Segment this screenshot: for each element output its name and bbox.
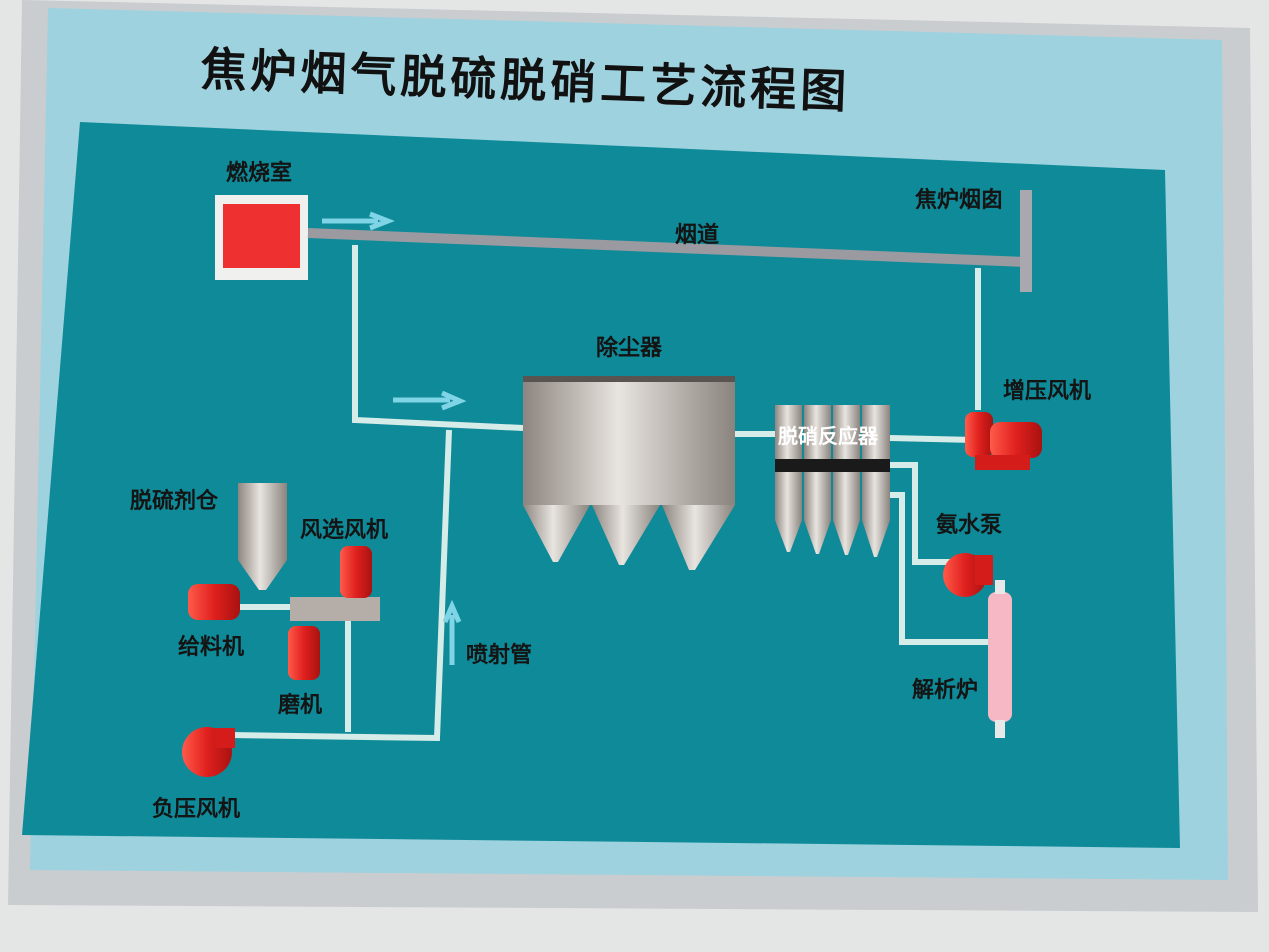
pipe-to-dust-collector: [352, 245, 524, 431]
arrow-right-icon: [322, 211, 395, 231]
air-separation-fan: [340, 546, 372, 598]
dust-collector-hoppers: [523, 505, 735, 570]
desulfurizer-silo: [238, 483, 287, 560]
label-chimney: 焦炉烟囱: [914, 187, 1003, 213]
label-booster-fan: 增压风机: [1003, 378, 1091, 404]
pipe-to-ammonia-pump: [890, 462, 950, 565]
separator-box: [290, 597, 380, 621]
flue-duct: [307, 228, 1026, 267]
pipe-to-desorber: [890, 492, 992, 645]
label-desulfurizer-silo: 脱硫剂仓: [130, 488, 219, 514]
desorber: [988, 592, 1012, 722]
label-denitration-reactor: 脱硝反应器: [778, 424, 879, 448]
mill: [288, 626, 320, 680]
label-negative-pressure-fan: 负压风机: [152, 797, 240, 822]
arrow-right-icon: [393, 390, 467, 411]
ammonia-pump: [943, 553, 993, 597]
booster-fan: [965, 412, 1042, 470]
label-flue: 烟道: [675, 222, 719, 248]
dust-collector: [523, 378, 735, 505]
label-combustion-chamber: 燃烧室: [226, 160, 292, 186]
feeder: [188, 584, 240, 620]
label-air-separation-fan: 风选风机: [300, 518, 388, 543]
label-mill: 磨机: [278, 693, 322, 718]
pipe-injection: [229, 429, 452, 742]
label-ammonia-pump: 氨水泵: [936, 512, 1002, 538]
label-injection-pipe: 喷射管: [466, 642, 532, 668]
label-feeder: 给料机: [178, 634, 244, 660]
negative-pressure-fan: [182, 727, 235, 777]
label-desorber: 解析炉: [912, 677, 978, 703]
label-dust-collector: 除尘器: [596, 335, 663, 361]
pipe-reactor-to-fan: [889, 435, 976, 443]
arrow-up-icon: [442, 599, 462, 665]
chimney: [1020, 190, 1032, 292]
